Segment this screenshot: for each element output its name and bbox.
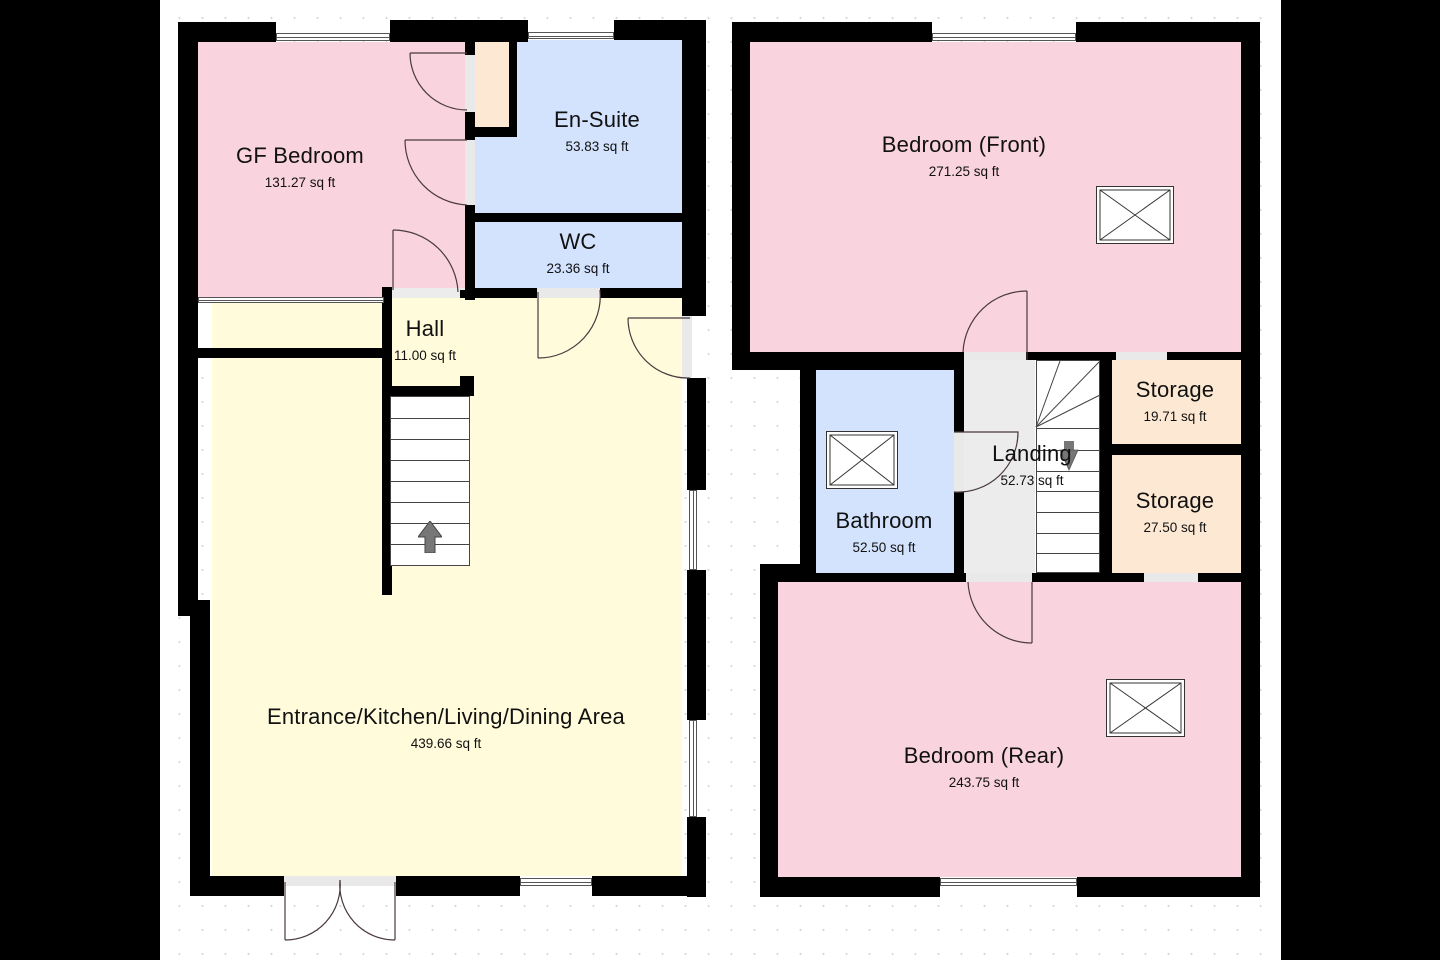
window (528, 32, 614, 39)
room-label-storage-1: Storage 19.71 sq ft (1135, 377, 1215, 424)
wall (732, 22, 750, 370)
wall (732, 352, 964, 370)
room-label-landing: Landing 52.73 sq ft (992, 441, 1072, 488)
door-gap (1116, 352, 1167, 360)
window (198, 297, 384, 303)
room-cupboard-fill (475, 42, 509, 128)
wall (190, 876, 284, 896)
room-label-bedroom-rear: Bedroom (Rear) 243.75 sq ft (903, 743, 1065, 790)
room-label-storage-2: Storage 27.50 sq ft (1135, 488, 1215, 535)
wall (592, 876, 706, 896)
door-gap (537, 288, 600, 298)
door-gap (284, 876, 396, 886)
door-gap (465, 55, 475, 112)
wall (816, 573, 966, 582)
floorplan-canvas: GF Bedroom 131.27 sq ft En-Suite 53.83 s… (160, 0, 1281, 960)
wall (190, 600, 210, 896)
room-label-hall: Hall 11.00 sq ft (393, 316, 457, 363)
wall (178, 22, 276, 42)
wall (198, 348, 384, 358)
wall (1100, 352, 1112, 582)
wall (390, 386, 474, 396)
wall (460, 290, 470, 298)
room-living-left (212, 357, 388, 393)
window (932, 33, 1076, 41)
wall (465, 40, 475, 55)
room-wc (473, 222, 682, 288)
room-label-gf-bedroom: GF Bedroom 131.27 sq ft (236, 143, 364, 190)
room-storage-2 (1112, 455, 1241, 573)
skylight-icon (1096, 186, 1174, 244)
wall (1167, 352, 1247, 360)
wall (1112, 444, 1242, 455)
wall (465, 112, 475, 140)
wall (1032, 573, 1144, 582)
door-gap (966, 573, 1032, 582)
room-label-wc: WC 23.36 sq ft (546, 229, 610, 276)
wall (1026, 352, 1116, 360)
wall (396, 876, 520, 896)
skylight-icon (826, 431, 898, 489)
wall (465, 127, 515, 137)
window (520, 878, 592, 886)
room-label-bathroom: Bathroom 52.50 sq ft (835, 508, 933, 555)
wall (382, 287, 392, 595)
wall (1241, 22, 1260, 897)
door-gap (682, 316, 692, 378)
wall (800, 352, 816, 582)
room-label-living: Entrance/Kitchen/Living/Dining Area 439.… (267, 704, 625, 751)
wall (687, 378, 706, 490)
wall (390, 20, 514, 42)
wall (178, 22, 198, 616)
window (689, 490, 697, 570)
wall (760, 877, 940, 897)
wall (600, 288, 685, 298)
room-label-bedroom-front: Bedroom (Front) 271.25 sq ft (881, 132, 1047, 179)
wall (460, 376, 474, 386)
wall (1077, 877, 1260, 897)
wall (514, 20, 528, 42)
wall (465, 205, 475, 300)
skylight-icon (1106, 679, 1185, 737)
wall (1198, 573, 1248, 582)
wall (687, 570, 706, 720)
window (276, 33, 390, 41)
wall (509, 40, 517, 137)
door-gap (1144, 573, 1198, 582)
wall (760, 564, 778, 897)
window (940, 878, 1077, 886)
wall (1076, 22, 1260, 42)
door-gap (954, 432, 964, 492)
window (689, 720, 697, 817)
room-storage-1 (1112, 360, 1241, 444)
wall (465, 213, 685, 222)
door-gap (465, 140, 475, 205)
stair-up-arrow-icon (417, 520, 443, 554)
wall (682, 20, 706, 316)
wall (465, 288, 537, 298)
room-label-en-suite: En-Suite 53.83 sq ft (554, 107, 640, 154)
wall (732, 22, 932, 42)
door-gap (964, 352, 1026, 360)
